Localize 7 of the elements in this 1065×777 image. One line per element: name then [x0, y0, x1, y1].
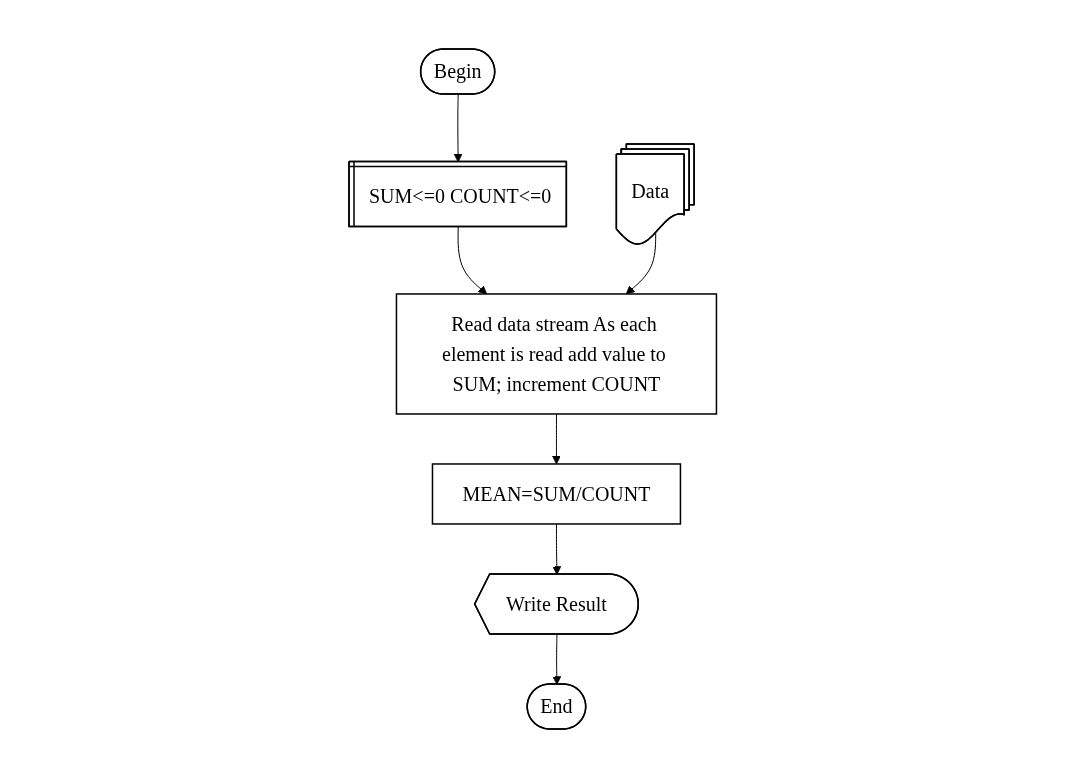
- arrow: [457, 226, 487, 294]
- arrow: [625, 232, 656, 294]
- node-box: MEAN=SUM/COUNT: [431, 462, 681, 525]
- arrow: [551, 413, 561, 464]
- arrow: [453, 93, 463, 162]
- node-box: Read data stream As each element is read add value to SUM; increment COUNT: [395, 292, 717, 415]
- arrow: [552, 633, 561, 685]
